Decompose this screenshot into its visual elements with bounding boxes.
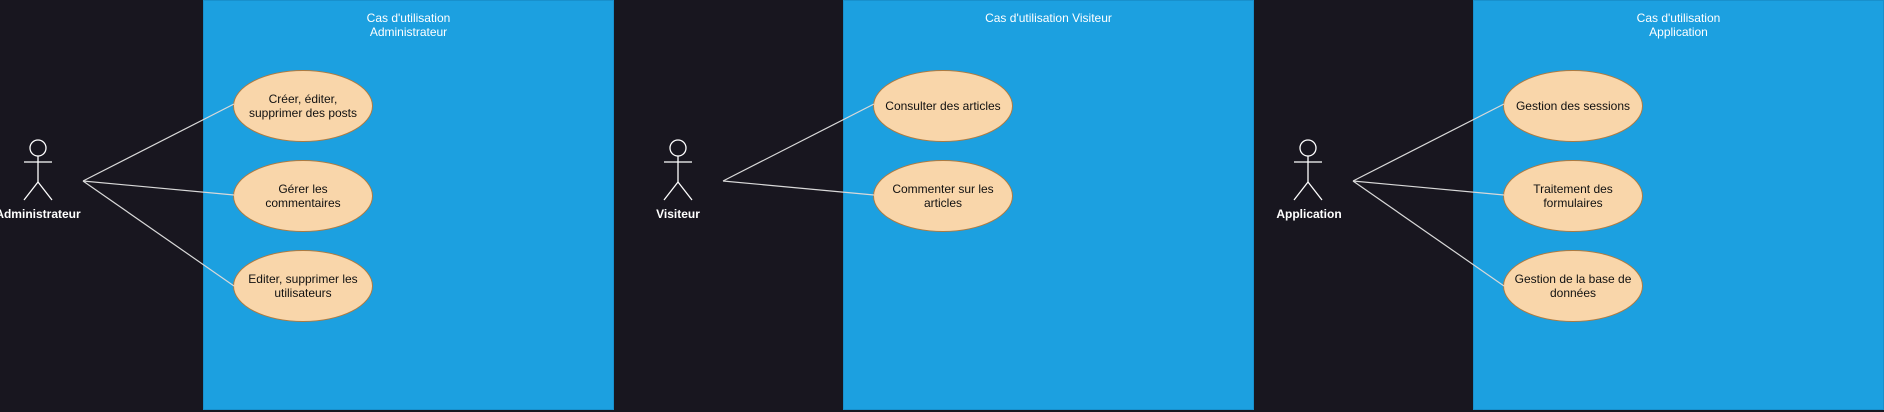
association-line [82,103,235,182]
actor-label-application: Application [1276,207,1342,221]
actor-visiteur-icon[interactable] [663,139,693,201]
actor-application-icon[interactable] [1293,139,1323,201]
association-line [722,103,875,182]
system-title-application: Cas d'utilisation Application [1636,11,1721,39]
use-case-comment-articles[interactable]: Commenter sur les articles [873,160,1013,232]
use-case-session-management[interactable]: Gestion des sessions [1503,70,1643,142]
association-line [1352,180,1505,287]
use-case-form-processing[interactable]: Traitement des formulaires [1503,160,1643,232]
system-title-administrateur: Cas d'utilisation Administrateur [366,11,451,39]
use-case-manage-posts[interactable]: Créer, éditer, supprimer des posts [233,70,373,142]
use-case-database-management[interactable]: Gestion de la base de données [1503,250,1643,322]
association-line [82,180,235,287]
use-case-manage-comments[interactable]: Gérer les commentaires [233,160,373,232]
use-case-manage-users[interactable]: Editer, supprimer les utilisateurs [233,250,373,322]
use-case-view-articles[interactable]: Consulter des articles [873,70,1013,142]
association-line [82,180,235,196]
association-line [722,180,875,196]
actor-administrateur-icon[interactable] [23,139,53,201]
actor-label-visiteur: Visiteur [656,207,700,221]
system-title-visiteur: Cas d'utilisation Visiteur [985,11,1112,25]
association-line [1352,180,1505,196]
actor-label-administrateur: Administrateur [0,207,81,221]
association-line [1352,103,1505,182]
